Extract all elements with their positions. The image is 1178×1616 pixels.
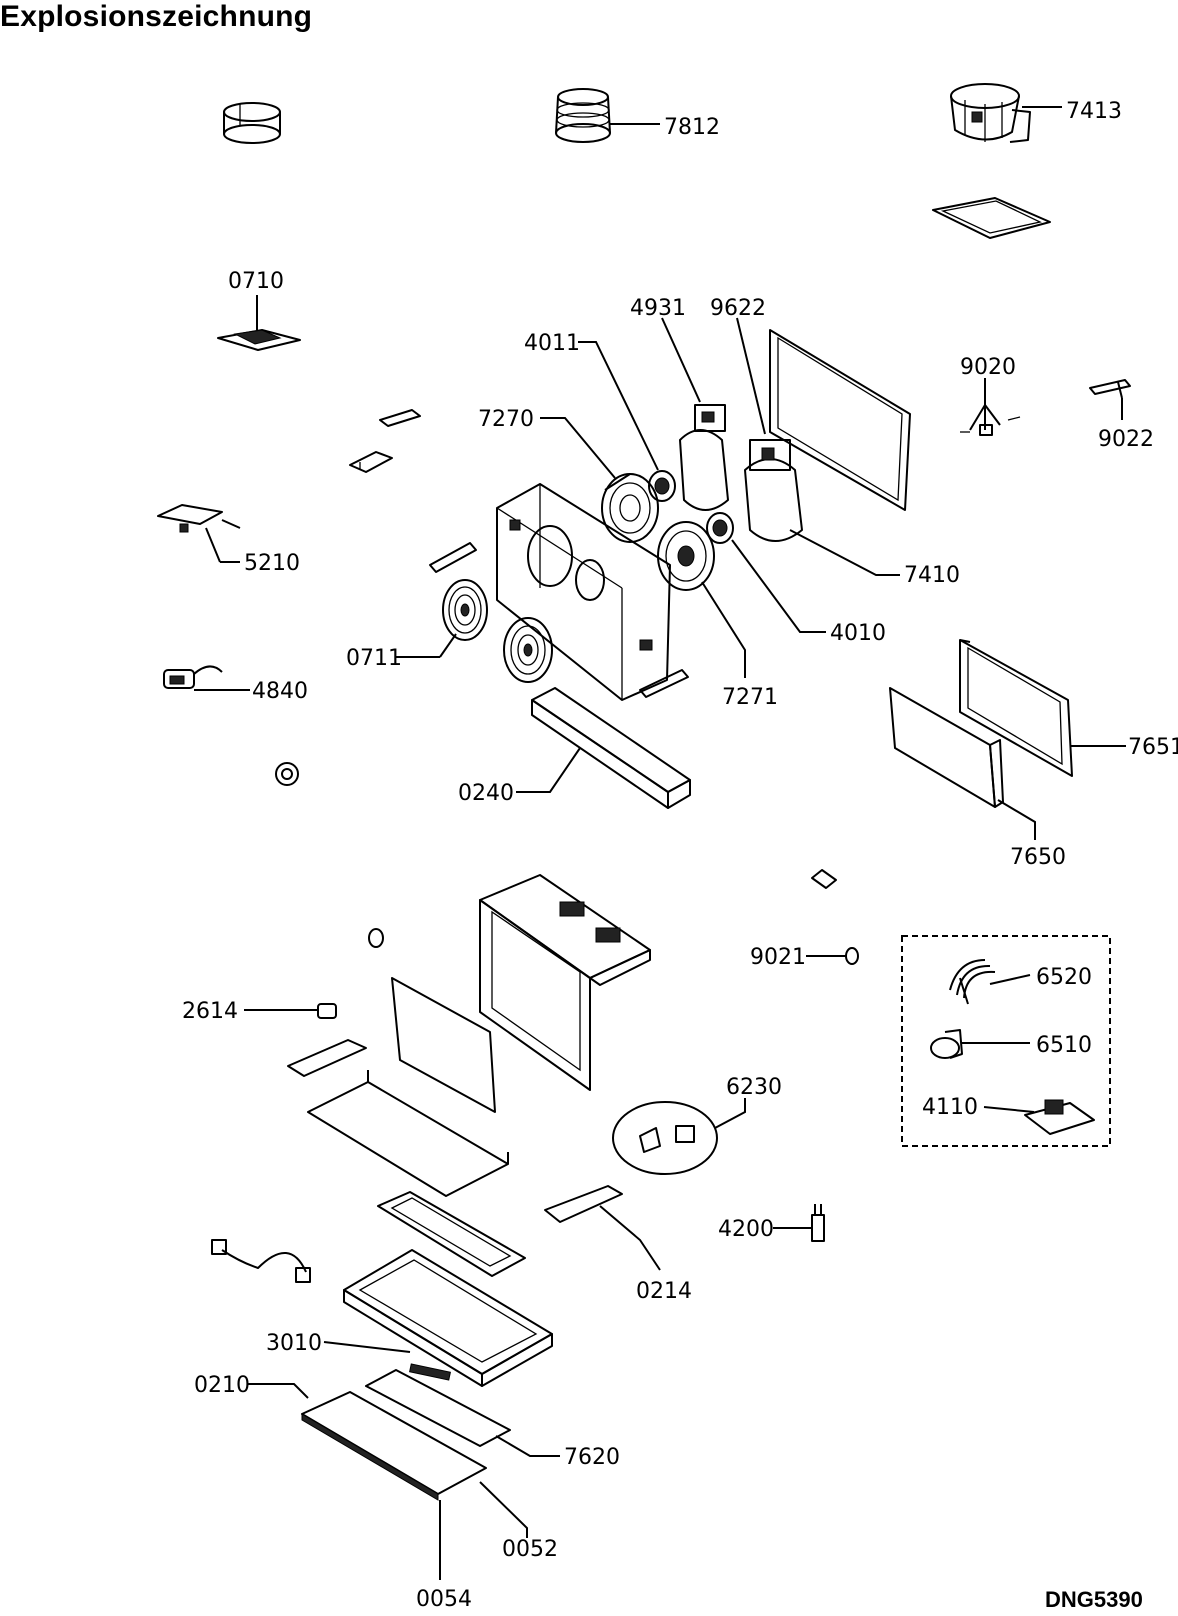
part-4840-connector — [163, 665, 223, 689]
label-5210: 5210 — [244, 551, 300, 576]
part-9020-screws — [960, 404, 1021, 436]
flat-plate — [932, 197, 1051, 239]
label-7620: 7620 — [564, 1445, 620, 1470]
label-6520: 6520 — [1036, 965, 1092, 990]
part-0214-rail — [544, 1185, 623, 1223]
part-0710-bracket — [217, 329, 301, 351]
part-2614-switch — [317, 1003, 337, 1019]
label-4200: 4200 — [718, 1217, 774, 1242]
label-0711: 0711 — [346, 646, 402, 671]
part-7812-duct-ring — [555, 88, 611, 143]
label-7270: 7270 — [478, 407, 534, 432]
label-0710: 0710 — [228, 269, 284, 294]
label-2614: 2614 — [182, 999, 238, 1024]
small-bracket-1 — [379, 409, 421, 427]
part-5210-clip — [157, 504, 241, 533]
label-9022: 9022 — [1098, 427, 1154, 452]
round-nut — [275, 762, 299, 786]
part-9622-housing — [744, 439, 803, 542]
label-4840: 4840 — [252, 679, 308, 704]
page-title: Explosionszeichnung — [0, 0, 313, 33]
part-0711-grille-1 — [442, 579, 488, 641]
motor-mounting-plate — [496, 483, 671, 701]
label-7812: 7812 — [664, 115, 720, 140]
part-6510-lamp — [930, 1029, 963, 1059]
small-knob — [368, 928, 384, 948]
small-clip — [811, 869, 837, 889]
part-9022-bracket — [1089, 379, 1131, 399]
label-7271: 7271 — [722, 685, 778, 710]
bottom-housing — [343, 1249, 553, 1387]
part-7413-blower-housing — [950, 83, 1031, 143]
filter-tray — [377, 1191, 526, 1277]
hood-front-panel — [391, 977, 496, 1113]
part-3010-switch-strip — [409, 1363, 451, 1381]
collar-ring — [223, 102, 281, 144]
document-id: DNG5390 — [1045, 1587, 1143, 1612]
label-0214: 0214 — [636, 1279, 692, 1304]
part-7651-filter-frame — [959, 639, 1073, 777]
part-4931-motor — [679, 404, 729, 511]
label-3010: 3010 — [266, 1331, 322, 1356]
grille-bracket-2 — [639, 669, 689, 698]
label-4011: 4011 — [524, 331, 580, 356]
part-0240-channel — [531, 687, 691, 809]
part-7270-fan-wheel — [601, 473, 659, 543]
label-7410: 7410 — [904, 563, 960, 588]
label-4931: 4931 — [630, 296, 686, 321]
label-0240: 0240 — [458, 781, 514, 806]
label-9622: 9622 — [710, 296, 766, 321]
part-7620-cover — [365, 1369, 511, 1447]
label-9021: 9021 — [750, 945, 806, 970]
part-4110-lamp-holder — [1024, 1099, 1095, 1135]
label-0210: 0210 — [194, 1373, 250, 1398]
label-6230: 6230 — [726, 1075, 782, 1100]
part-7271-fan-wheel — [657, 521, 715, 591]
label-7651: 7651 — [1128, 735, 1178, 760]
label-0052: 0052 — [502, 1537, 558, 1562]
part-6230-switch-set — [612, 1101, 718, 1175]
label-4010: 4010 — [830, 621, 886, 646]
part-4011-bearing — [648, 470, 676, 502]
part-0711-grille-2 — [503, 617, 553, 683]
lamp-kit-box — [901, 935, 1111, 1147]
top-panel — [769, 329, 911, 511]
label-7413: 7413 — [1066, 99, 1122, 124]
lower-frame — [307, 1070, 509, 1197]
hood-body — [479, 874, 651, 1091]
part-7650-filter-panel — [889, 687, 1004, 808]
side-rail-left — [287, 1039, 367, 1077]
label-6510: 6510 — [1036, 1033, 1092, 1058]
power-cable — [211, 1239, 311, 1283]
label-7650: 7650 — [1010, 845, 1066, 870]
part-4010-bearing — [706, 512, 734, 544]
part-6520-wires — [949, 959, 996, 1005]
part-4200-capacitor — [811, 1204, 825, 1242]
label-0054: 0054 — [416, 1587, 472, 1612]
part-9021-nut — [845, 947, 859, 965]
label-9020: 9020 — [960, 355, 1016, 380]
small-bracket-2 — [349, 451, 393, 473]
grille-bracket-1 — [429, 542, 477, 573]
part-0210-front-panel — [301, 1391, 487, 1501]
label-4110: 4110 — [922, 1095, 978, 1120]
